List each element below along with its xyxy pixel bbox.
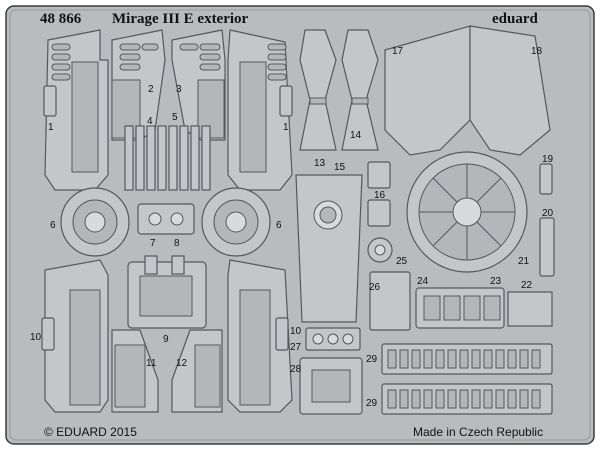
part-27-disks bbox=[305, 327, 361, 351]
part-label: 29 bbox=[366, 354, 378, 365]
part-label: 7 bbox=[150, 238, 156, 249]
part-label: 28 bbox=[290, 364, 302, 375]
part-28-frame bbox=[299, 357, 363, 415]
part-10-right bbox=[275, 317, 289, 351]
sheet-code: 48 866 bbox=[40, 11, 82, 27]
part-23-24-brackets bbox=[415, 287, 505, 329]
part-label: 1 bbox=[283, 122, 289, 133]
part-label: 12 bbox=[176, 358, 188, 369]
part-2-flap bbox=[44, 29, 166, 191]
part-label: 6 bbox=[276, 220, 282, 231]
part-10-left bbox=[41, 317, 55, 351]
part-label: 10 bbox=[30, 332, 42, 343]
part-19 bbox=[539, 163, 553, 195]
part-label: 27 bbox=[290, 342, 302, 353]
part-label: 17 bbox=[392, 46, 404, 57]
part-6-ring-right bbox=[201, 187, 271, 257]
part-16-blocks bbox=[367, 161, 391, 227]
part-12-flap bbox=[171, 259, 293, 413]
part-20 bbox=[539, 217, 555, 277]
part-17-18-doors bbox=[384, 25, 551, 156]
part-label: 8 bbox=[174, 238, 180, 249]
part-label: 29 bbox=[366, 398, 378, 409]
origin-text: Made in Czech Republic bbox=[413, 425, 543, 439]
part-11-flap bbox=[44, 259, 159, 413]
part-label: 19 bbox=[542, 154, 554, 165]
part-label: 23 bbox=[490, 276, 502, 287]
part-label: 26 bbox=[369, 282, 381, 293]
part-1-left bbox=[43, 85, 57, 117]
part-4-5-strips bbox=[124, 125, 211, 191]
part-label: 2 bbox=[148, 84, 154, 95]
part-6-ring-left bbox=[60, 187, 130, 257]
part-22 bbox=[507, 291, 553, 327]
part-1-right bbox=[279, 85, 293, 117]
part-label: 9 bbox=[163, 334, 169, 345]
part-label: 14 bbox=[350, 130, 362, 141]
part-label: 3 bbox=[176, 84, 182, 95]
part-25-ring bbox=[367, 237, 393, 263]
part-29-strips-lower bbox=[381, 383, 553, 415]
fret-inner-border bbox=[9, 9, 591, 441]
part-29-strips-upper bbox=[381, 343, 553, 375]
part-21-turbine bbox=[406, 151, 528, 273]
part-label: 20 bbox=[542, 208, 554, 219]
part-label: 22 bbox=[521, 280, 533, 291]
part-9-plate bbox=[127, 255, 207, 329]
part-label: 10 bbox=[290, 326, 302, 337]
part-3-flap bbox=[171, 29, 293, 191]
part-label: 24 bbox=[417, 276, 429, 287]
sheet-title: Mirage III E exterior bbox=[112, 11, 249, 27]
part-label: 21 bbox=[518, 256, 530, 267]
part-26 bbox=[369, 271, 411, 331]
part-label: 1 bbox=[48, 122, 54, 133]
part-label: 5 bbox=[172, 112, 178, 123]
part-label: 11 bbox=[146, 358, 157, 369]
part-13-clip bbox=[299, 29, 337, 151]
part-14-clip bbox=[341, 29, 379, 151]
part-label: 18 bbox=[531, 46, 543, 57]
part-label: 25 bbox=[396, 256, 408, 267]
part-7-8-brackets bbox=[137, 203, 195, 235]
part-label: 6 bbox=[50, 220, 56, 231]
part-label: 16 bbox=[374, 190, 386, 201]
copyright-text: © EDUARD 2015 bbox=[44, 425, 137, 439]
part-label: 13 bbox=[314, 158, 326, 169]
part-15-panel bbox=[295, 174, 363, 323]
part-label: 15 bbox=[334, 162, 346, 173]
brand-logo: eduard bbox=[492, 11, 539, 27]
part-label: 4 bbox=[147, 116, 153, 127]
